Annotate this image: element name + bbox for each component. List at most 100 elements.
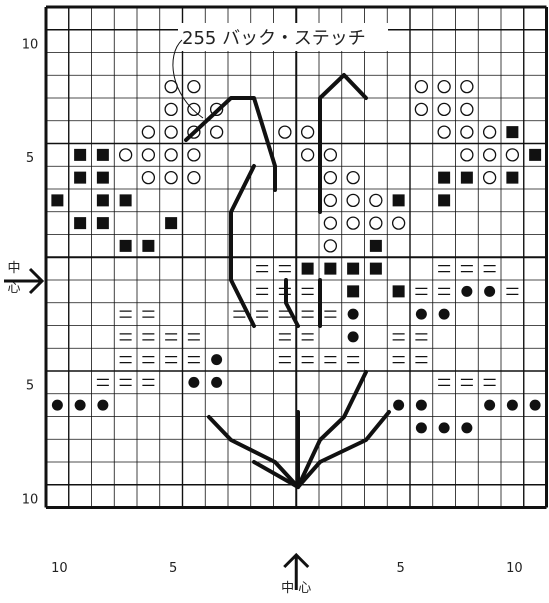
symbol-open-circle bbox=[300, 148, 315, 162]
symbol-filled-square bbox=[96, 171, 109, 184]
symbol-equals bbox=[301, 287, 314, 295]
symbol-filled-square bbox=[369, 262, 382, 275]
symbol-equals bbox=[460, 265, 473, 273]
symbol-equals bbox=[256, 265, 269, 273]
symbol-equals bbox=[119, 333, 132, 341]
center-label-left-1: 中 bbox=[7, 261, 20, 276]
symbol-filled-square bbox=[460, 171, 473, 184]
symbol-equals bbox=[301, 333, 314, 341]
symbol-filled-square bbox=[347, 262, 360, 275]
symbol-filled-dot bbox=[461, 285, 473, 297]
axis-label-left: 5 bbox=[26, 379, 34, 394]
symbol-filled-square bbox=[506, 126, 519, 139]
symbol-filled-dot bbox=[188, 376, 200, 388]
symbol-open-circle bbox=[346, 216, 360, 230]
symbol-equals bbox=[324, 310, 337, 318]
symbol-open-circle bbox=[369, 193, 383, 208]
symbol-equals bbox=[415, 333, 428, 341]
symbol-filled-square bbox=[324, 262, 337, 275]
symbol-open-circle bbox=[414, 79, 429, 94]
back-stitch-line bbox=[296, 370, 368, 489]
symbol-filled-dot bbox=[51, 399, 63, 411]
symbol-equals bbox=[256, 287, 269, 295]
symbol-equals bbox=[438, 287, 451, 295]
callout-label: 255 バック・ステッチ bbox=[182, 28, 366, 49]
symbol-open-circle bbox=[482, 170, 497, 185]
symbol-equals bbox=[165, 333, 178, 341]
symbol-filled-dot bbox=[415, 308, 427, 320]
axis-label-bottom: 10 bbox=[51, 561, 68, 576]
center-arrow-bottom bbox=[283, 552, 310, 590]
symbol-equals bbox=[278, 333, 291, 341]
symbol-filled-square bbox=[529, 148, 542, 161]
symbol-equals bbox=[415, 287, 428, 295]
symbol-equals bbox=[96, 378, 109, 386]
symbol-filled-dot bbox=[393, 399, 405, 411]
symbol-open-circle bbox=[346, 193, 360, 208]
symbol-filled-square bbox=[119, 239, 132, 252]
symbol-open-circle bbox=[300, 125, 315, 139]
symbol-equals bbox=[392, 356, 405, 364]
symbol-equals bbox=[119, 356, 132, 364]
symbol-open-circle bbox=[187, 148, 201, 162]
symbol-equals bbox=[506, 287, 519, 295]
symbol-filled-dot bbox=[97, 399, 109, 411]
symbol-filled-dot bbox=[211, 354, 223, 366]
symbol-open-circle bbox=[437, 79, 451, 94]
symbol-open-circle bbox=[414, 102, 429, 117]
symbol-filled-dot bbox=[529, 399, 541, 411]
symbol-equals bbox=[165, 356, 178, 364]
symbol-filled-square bbox=[165, 217, 178, 230]
symbol-filled-square bbox=[438, 194, 451, 207]
symbol-equals bbox=[483, 265, 496, 273]
back-stitch-line bbox=[229, 164, 256, 328]
symbol-filled-square bbox=[74, 217, 87, 230]
symbol-equals bbox=[142, 333, 155, 341]
symbol-filled-dot bbox=[74, 399, 86, 411]
back-stitch-line bbox=[284, 278, 300, 328]
symbol-open-circle bbox=[323, 216, 338, 230]
symbol-open-circle bbox=[323, 148, 338, 162]
symbol-filled-dot bbox=[415, 399, 427, 411]
symbol-filled-square bbox=[119, 194, 132, 207]
symbol-open-circle bbox=[437, 125, 451, 139]
symbol-filled-square bbox=[506, 171, 519, 184]
symbol-open-circle bbox=[164, 125, 178, 139]
symbol-filled-square bbox=[392, 194, 405, 207]
symbol-equals bbox=[142, 356, 155, 364]
symbol-equals bbox=[233, 310, 246, 318]
symbol-filled-square bbox=[142, 239, 155, 252]
symbol-open-circle bbox=[323, 239, 338, 253]
symbol-equals bbox=[392, 333, 405, 341]
symbol-open-circle bbox=[187, 102, 201, 117]
symbol-filled-square bbox=[51, 194, 64, 207]
symbol-filled-dot bbox=[484, 399, 496, 411]
symbol-equals bbox=[142, 378, 155, 386]
symbol-filled-square bbox=[347, 285, 360, 298]
symbol-equals bbox=[301, 356, 314, 364]
axis-label-left: 5 bbox=[26, 151, 34, 166]
symbol-open-circle bbox=[187, 79, 201, 94]
symbol-open-circle bbox=[482, 125, 497, 139]
symbol-equals bbox=[119, 310, 132, 318]
symbol-equals bbox=[187, 356, 200, 364]
symbol-equals bbox=[415, 356, 428, 364]
symbol-open-circle bbox=[460, 102, 474, 117]
symbol-filled-dot bbox=[461, 422, 473, 434]
symbol-equals bbox=[438, 378, 451, 386]
axis-label-left: 10 bbox=[22, 37, 39, 52]
symbol-filled-dot bbox=[506, 399, 518, 411]
symbol-open-circle bbox=[187, 170, 201, 185]
symbol-filled-square bbox=[369, 239, 382, 252]
symbol-filled-square bbox=[74, 148, 87, 161]
back-stitch-line bbox=[184, 96, 277, 192]
symbol-open-circle bbox=[460, 79, 474, 94]
center-label-left-2: 心 bbox=[7, 281, 20, 296]
symbol-equals bbox=[483, 378, 496, 386]
symbol-filled-square bbox=[96, 194, 109, 207]
symbol-open-circle bbox=[482, 148, 497, 162]
symbol-filled-dot bbox=[211, 376, 223, 388]
symbol-equals bbox=[119, 378, 132, 386]
symbol-filled-square bbox=[392, 285, 405, 298]
